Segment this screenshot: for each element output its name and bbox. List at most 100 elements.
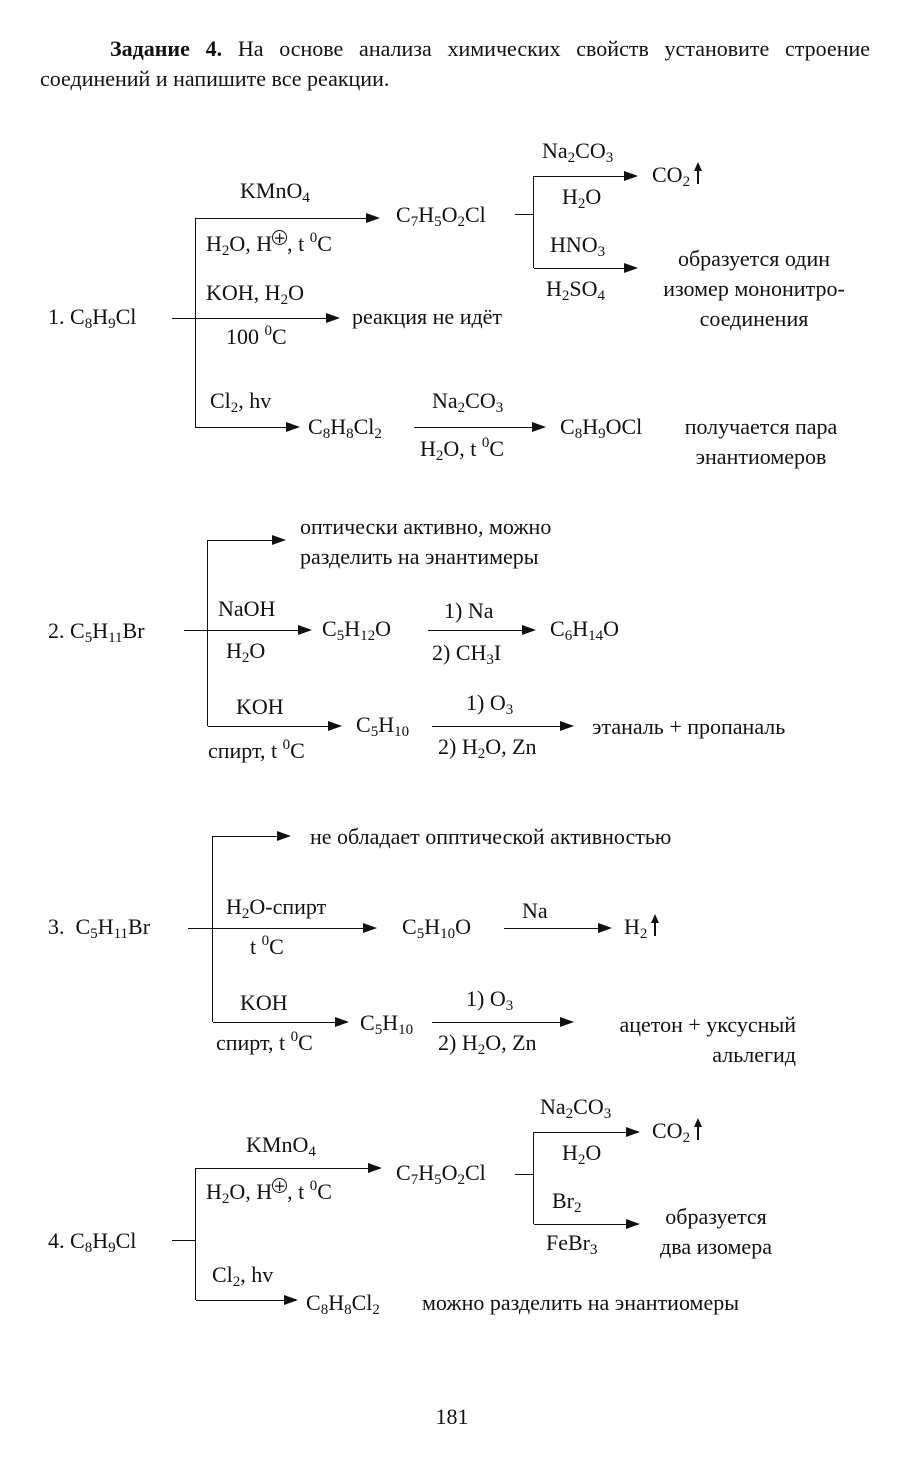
scheme3-start: 3. C5H11Br: [48, 914, 151, 942]
scheme4-sub-stem: [515, 1174, 534, 1175]
scheme1-arrow-cl2: [196, 422, 300, 432]
scheme4-cl2-hv: Cl2, hv: [212, 1262, 274, 1290]
scheme4-sub-branch: [533, 1132, 534, 1224]
scheme4-co2: CO2: [652, 1118, 703, 1146]
scheme1-branch-line: [195, 218, 196, 428]
scheme2-arrow-optical: [208, 535, 286, 545]
scheme3-o3-step: 1) O3: [466, 986, 514, 1014]
scheme2-start: 2. C5H11Br: [48, 618, 145, 646]
plus-circle-icon: +: [272, 229, 288, 247]
scheme1-cl2-hv: Cl2, hv: [210, 388, 272, 416]
scheme4-arrow-na2co3: [534, 1127, 640, 1137]
scheme1-c8h8cl2: C8H8Cl2: [308, 414, 382, 442]
scheme2-h2o: H2O: [226, 638, 266, 666]
scheme2-arrow-koh: [208, 721, 342, 731]
scheme3-na: Na: [522, 898, 548, 923]
scheme3-h2o-alcohol: H2O-спирт: [226, 894, 327, 922]
scheme2-arrow-naoh: [208, 625, 312, 635]
scheme4-kmno4: KMnO4: [246, 1132, 316, 1160]
scheme2-naoh: NaOH: [218, 596, 276, 621]
scheme1-h2o-t: H2O, t 0C: [420, 435, 505, 464]
scheme3-h2: H2: [624, 914, 660, 942]
scheme3-arrow-h2o: [213, 923, 377, 933]
scheme1-arrow-na2co3-b: [414, 422, 546, 432]
scheme1-hno3: HNO3: [550, 232, 606, 260]
scheme4-febr3: FeBr3: [546, 1230, 598, 1258]
scheme3-alcohol-t: спирт, t 0C: [216, 1029, 313, 1056]
scheme2-c6h14o: C6H14O: [550, 616, 619, 644]
scheme4-arrow-br2: [534, 1219, 640, 1229]
scheme1-arrow-koh: [196, 313, 340, 323]
scheme1-no-reaction: реакция не идёт: [352, 304, 503, 329]
scheme2-branch-line: [207, 540, 208, 726]
scheme2-products: этаналь + пропаналь: [592, 714, 786, 739]
scheme3-c5h10: C5H10: [360, 1010, 414, 1038]
gas-evolution-arrow-icon: [694, 1118, 703, 1140]
gas-evolution-arrow-icon: [651, 914, 660, 936]
scheme1-temp100: 100 0C: [226, 323, 287, 350]
scheme4-start: 4. C8H9Cl: [48, 1228, 137, 1256]
scheme1-arrow-hno3: [534, 263, 638, 273]
scheme4-c8h8cl2: C8H8Cl2: [306, 1290, 380, 1318]
scheme2-c5h10: C5H10: [356, 712, 410, 740]
scheme1-h2o: H2O: [562, 184, 602, 212]
scheme3-not-active-text: не обладает опптической активностью: [310, 824, 672, 849]
task-text: На основе анализа химических свойств уст…: [40, 36, 871, 91]
plus-circle-icon: +: [272, 1177, 288, 1195]
scheme4-arrow-kmno4: [196, 1163, 382, 1173]
scheme1-na2co3-b: Na2CO3: [432, 388, 504, 416]
scheme4-h2o-h-t: H2O, H+, t 0C: [206, 1177, 332, 1207]
page-number: 181: [435, 1404, 469, 1429]
scheme1-arrow-na2co3: [534, 171, 638, 181]
gas-evolution-arrow-icon: [694, 162, 703, 184]
scheme3-temp: t 0C: [250, 933, 284, 960]
task-label: Задание 4.: [110, 36, 223, 61]
scheme2-h2o-zn-step: 2) H2O, Zn: [438, 734, 537, 762]
scheme4-separable-text: можно разделить на энантиомеры: [422, 1290, 739, 1315]
scheme3-koh: KOH: [240, 990, 288, 1015]
scheme3-arrow-na: [504, 923, 612, 933]
scheme1-c8h9ocl: C8H9OCl: [560, 414, 643, 442]
scheme4-arrow-cl2: [196, 1295, 298, 1305]
scheme3-arrow-not-active: [213, 831, 291, 841]
scheme1-c7h5o2cl: C7H5O2Cl: [396, 202, 486, 230]
scheme2-arrow-na: [428, 625, 536, 635]
scheme1-koh-h2o: KOH, H2O: [206, 280, 304, 308]
scheme3-c5h10o: C5H10O: [402, 914, 471, 942]
scheme3-h2o-zn-step: 2) H2O, Zn: [438, 1030, 537, 1058]
scheme2-na-step: 1) Na: [444, 598, 494, 623]
scheme1-sub-branch: [533, 176, 534, 268]
scheme1-arrow-kmno4: [196, 213, 380, 223]
scheme2-c5h12o: C5H12O: [322, 616, 391, 644]
scheme2-alcohol-t: спирт, t 0C: [208, 737, 305, 764]
scheme1-h2o-h-t: H2O, H+, t 0C: [206, 229, 332, 259]
scheme1-na2co3: Na2CO3: [542, 138, 614, 166]
scheme4-br2: Br2: [552, 1188, 582, 1216]
scheme2-o3-step: 1) O3: [466, 690, 514, 718]
scheme1-sub-stem: [515, 214, 534, 215]
scheme1-h2so4: H2SO4: [546, 276, 606, 304]
scheme4-branch-line: [195, 1168, 196, 1300]
scheme1-kmno4: KMnO4: [240, 178, 310, 206]
scheme3-arrow-o3: [432, 1017, 574, 1027]
scheme3-arrow-koh: [213, 1017, 349, 1027]
scheme1-start: 1. C8H9Cl: [48, 304, 137, 332]
scheme4-h2o: H2O: [562, 1140, 602, 1168]
scheme2-koh: KOH: [236, 694, 284, 719]
scheme4-stem-line: [172, 1240, 196, 1241]
task-paragraph: Задание 4. На основе анализа химических …: [40, 34, 870, 94]
scheme2-ch3i-step: 2) CH3I: [432, 640, 502, 668]
scheme1-co2: CO2: [652, 162, 703, 190]
scheme2-arrow-o3: [432, 721, 574, 731]
scheme1-stem-line: [172, 318, 196, 319]
scheme4-na2co3: Na2CO3: [540, 1094, 612, 1122]
scheme4-c7h5o2cl: C7H5O2Cl: [396, 1160, 486, 1188]
scheme3-stem-line: [188, 928, 213, 929]
scheme2-stem-line: [184, 630, 208, 631]
scheme3-branch-line: [212, 836, 213, 1022]
